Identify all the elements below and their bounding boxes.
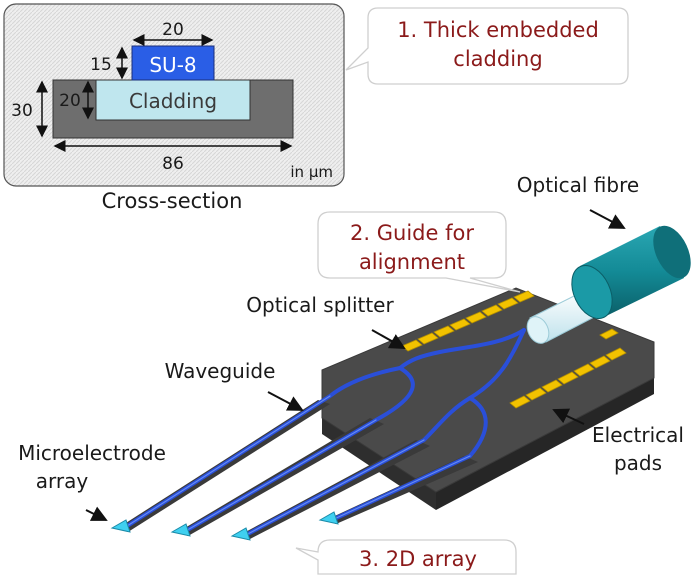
chip-front-face bbox=[436, 378, 654, 510]
callout-2d-array bbox=[295, 539, 517, 575]
callout-thick-cladding-line1: 1. Thick embedded bbox=[397, 18, 599, 42]
total-width-value: 86 bbox=[162, 154, 184, 174]
unit-label: in µm bbox=[290, 163, 333, 181]
label-electrical-line2: pads bbox=[614, 451, 662, 475]
su8-width-value: 20 bbox=[162, 20, 184, 40]
label-optical-splitter: Optical splitter bbox=[246, 293, 394, 317]
callout-guide bbox=[317, 211, 521, 293]
arrow-optical-fibre bbox=[589, 209, 626, 229]
label-microelectrode-line2: array bbox=[36, 469, 89, 493]
arrow-microelectrode bbox=[85, 506, 108, 521]
optical-fibre bbox=[571, 225, 691, 319]
label-optical-fibre: Optical fibre bbox=[517, 173, 639, 197]
pad-row-upper bbox=[401, 290, 535, 352]
label-microelectrode-line1: Microelectrode bbox=[18, 441, 166, 465]
label-electrical-line1: Electrical bbox=[592, 423, 684, 447]
probe-tips bbox=[110, 511, 339, 541]
su8-core bbox=[131, 45, 215, 81]
arrow-waveguide bbox=[267, 391, 304, 411]
callout-guide-line2: alignment bbox=[359, 250, 465, 274]
arrow-electrical-pads bbox=[552, 408, 585, 425]
label-waveguide: Waveguide bbox=[165, 359, 276, 383]
total-height-value: 30 bbox=[11, 101, 33, 121]
arrow-optical-splitter bbox=[371, 329, 406, 349]
pad-row-lower bbox=[509, 328, 627, 409]
cross-section-caption: Cross-section bbox=[102, 189, 243, 213]
su8-label: SU-8 bbox=[149, 53, 196, 77]
cladding-label: Cladding bbox=[129, 89, 217, 113]
callout-2d-array-text: 3. 2D array bbox=[359, 547, 477, 571]
su8-height-value: 15 bbox=[90, 55, 112, 75]
callout-guide-line1: 2. Guide for bbox=[350, 221, 474, 245]
callout-thick-cladding bbox=[345, 7, 629, 85]
cladding-height-value: 20 bbox=[59, 91, 81, 111]
callout-thick-cladding-line2: cladding bbox=[453, 47, 542, 71]
